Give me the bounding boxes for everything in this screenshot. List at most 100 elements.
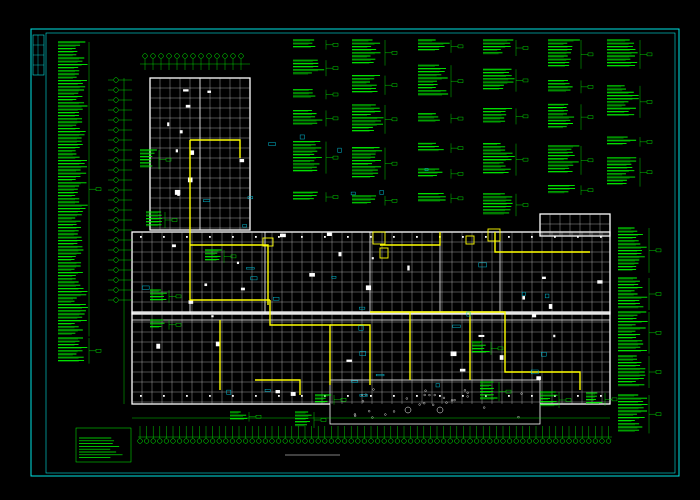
axis-bubble	[113, 187, 119, 193]
plaza-fixture	[453, 398, 456, 402]
fixture	[207, 90, 212, 93]
axis-bubble	[269, 438, 275, 444]
note-tag	[391, 117, 398, 122]
fixture	[459, 368, 466, 372]
note-tag	[655, 292, 662, 296]
note-tag	[587, 158, 594, 163]
axis-bubble	[559, 438, 565, 444]
axis-bubble	[170, 438, 176, 444]
fixture	[326, 232, 332, 236]
fixture	[499, 355, 504, 360]
fixture	[204, 283, 208, 287]
plaza-fixture	[423, 402, 426, 405]
axis-bubble	[229, 438, 235, 444]
axis-bubble	[454, 438, 460, 444]
axis-bubble	[190, 438, 196, 444]
axis-bubble	[113, 177, 119, 183]
note-tag	[255, 415, 262, 419]
note-tag	[457, 196, 464, 201]
column	[554, 236, 556, 238]
equipment-symbol	[242, 224, 247, 228]
axis-bubble	[158, 53, 164, 59]
note-tag	[332, 43, 339, 47]
axis-bubble	[183, 438, 189, 444]
axis-bubble	[579, 438, 585, 444]
equipment-symbol	[359, 351, 366, 356]
equipment-symbol	[530, 369, 539, 375]
axis-bubble	[342, 438, 348, 444]
note-tag	[646, 140, 653, 144]
column	[577, 395, 579, 397]
column	[600, 395, 602, 397]
duct-run	[370, 311, 471, 380]
note-tag	[332, 92, 339, 97]
note-tag	[320, 418, 327, 422]
note-tag	[587, 52, 594, 57]
axis-bubble	[381, 438, 387, 444]
equipment-symbol	[268, 142, 276, 146]
axis-bubble	[113, 297, 119, 303]
note-tag	[646, 52, 653, 57]
note-tag	[522, 78, 529, 83]
fixture	[279, 233, 286, 238]
axis-bubble	[441, 438, 447, 444]
column	[163, 236, 165, 238]
fixture	[371, 257, 374, 260]
axis-bubble	[157, 438, 163, 444]
column	[485, 236, 487, 238]
note-tag	[391, 83, 398, 87]
column	[324, 236, 326, 238]
plaza-fixture	[442, 396, 446, 400]
column	[508, 236, 510, 238]
axis-bubble	[309, 438, 315, 444]
equipment-symbol	[203, 199, 210, 202]
axis-bubble	[315, 438, 321, 444]
axis-bubble	[295, 438, 301, 444]
note-tag	[646, 100, 653, 104]
note-tag	[175, 294, 182, 299]
column	[462, 236, 464, 238]
axis-bubble	[507, 438, 513, 444]
axis-bubble	[150, 53, 156, 59]
fixture	[156, 343, 161, 349]
axis-bubble	[348, 438, 354, 444]
equipment-symbol	[359, 306, 366, 310]
axis-bubble	[474, 438, 480, 444]
axis-bubble	[174, 53, 180, 59]
plaza-fixture	[436, 406, 444, 414]
axis-bubble	[177, 438, 183, 444]
axis-bubble	[144, 438, 150, 444]
column	[554, 395, 556, 397]
axis-bubble	[599, 438, 605, 444]
plaza-fixture	[463, 389, 467, 392]
plaza-fixture	[364, 393, 367, 396]
axis-bubble	[236, 438, 242, 444]
fixture	[450, 351, 457, 357]
axis-bubble	[592, 438, 598, 444]
column	[462, 395, 464, 397]
column	[163, 395, 165, 397]
axis-bubble	[198, 53, 204, 59]
column	[370, 395, 372, 397]
duct-run	[494, 232, 590, 253]
note-tag	[457, 146, 464, 150]
duct-run	[190, 139, 241, 158]
duct-shaft	[372, 231, 386, 245]
axis-bubble	[480, 438, 486, 444]
duct-run	[255, 379, 301, 395]
axis-bubble	[113, 257, 119, 263]
plaza-fixture	[372, 388, 375, 391]
column	[140, 236, 142, 238]
plaza-fixture	[428, 393, 431, 397]
equipment-symbol	[264, 389, 271, 392]
axis-bubble	[322, 438, 328, 444]
note-tag	[655, 370, 662, 374]
axis-bubble	[276, 438, 282, 444]
legend-box	[75, 427, 132, 463]
equipment-symbol	[337, 147, 342, 153]
equipment-symbol	[247, 196, 254, 200]
plaza-fixture	[384, 413, 387, 416]
equipment-symbol	[435, 383, 440, 388]
note-tag	[332, 155, 339, 160]
equipment-symbol	[379, 190, 384, 195]
